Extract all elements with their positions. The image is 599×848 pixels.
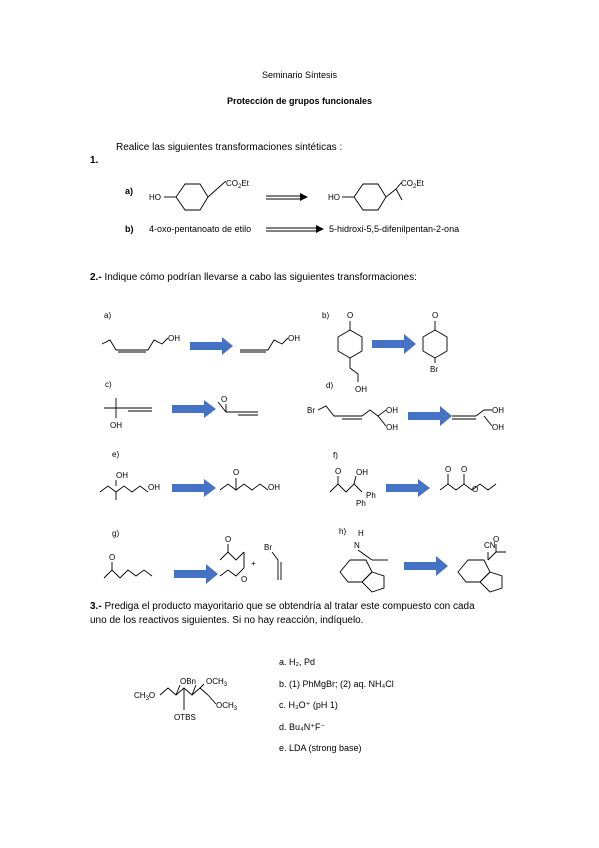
svg-text:Ph: Ph — [356, 499, 366, 508]
q1-number: 1. — [90, 155, 99, 166]
q1-a-label: a) — [125, 186, 134, 196]
reagent-d: d. Bu₄N⁺F⁻ — [279, 721, 326, 732]
svg-text:CH3O: CH3O — [134, 691, 155, 702]
arrow-e — [172, 479, 216, 497]
svg-text:OBn: OBn — [180, 677, 196, 686]
svg-text:O: O — [432, 311, 438, 320]
arrow-b — [372, 334, 416, 354]
svg-text:Ph: Ph — [366, 491, 376, 500]
svg-text:OCH3: OCH3 — [206, 677, 228, 688]
q2-label-h: h) — [339, 527, 346, 536]
q1-b-label: b) — [125, 224, 134, 234]
q3-prompt-line2: uno de los reactivos siguientes. Si no h… — [90, 615, 364, 626]
svg-text:+: + — [251, 559, 256, 568]
reagent-b: b. (1) PhMgBr; (2) aq. NH₄Cl — [279, 678, 394, 689]
svg-text:OH: OH — [116, 471, 128, 480]
q1-prompt: Realice las siguientes transformaciones … — [116, 142, 343, 153]
svg-text:OH: OH — [356, 468, 368, 477]
arrow-c — [172, 400, 216, 418]
svg-text:OH: OH — [268, 483, 280, 492]
svg-text:O: O — [445, 465, 451, 474]
svg-text:Br: Br — [264, 543, 272, 552]
page-subtitle: Protección de grupos funcionales — [226, 96, 373, 106]
svg-text:N: N — [354, 541, 360, 550]
svg-text:CN: CN — [484, 541, 496, 550]
svg-text:O: O — [241, 575, 247, 584]
svg-text:OH: OH — [148, 483, 160, 492]
arrow-g — [174, 564, 218, 584]
arrow-h — [404, 556, 448, 576]
q2-prompt-text: Indique cómo podrían llevarse a cabo las… — [101, 272, 417, 283]
svg-text:H: H — [358, 529, 364, 538]
svg-text:Br: Br — [307, 406, 315, 415]
svg-text:O: O — [233, 468, 239, 477]
q3-prompt: 3.- Prediga el producto mayoritario que … — [90, 600, 475, 628]
reagent-c: c. H₃O⁺ (pH 1) — [279, 700, 338, 710]
svg-text:OTBS: OTBS — [174, 713, 196, 722]
svg-text:OH: OH — [168, 334, 180, 343]
svg-text:O: O — [347, 311, 353, 320]
svg-text:O: O — [335, 467, 341, 476]
svg-text:O: O — [225, 535, 231, 544]
svg-text:OH: OH — [492, 423, 504, 432]
q1-b-end: 5-hidroxi-5,5-difenilpentan-2-ona — [329, 224, 460, 234]
svg-text:CO2Et: CO2Et — [401, 179, 425, 190]
svg-text:O: O — [461, 465, 467, 474]
q2-prompt: 2.- Indique cómo podrían llevarse a cabo… — [90, 272, 417, 283]
svg-text:OH: OH — [288, 334, 300, 343]
q2-label-f: f) — [333, 451, 338, 460]
svg-text:OH: OH — [110, 421, 122, 430]
svg-text:OCH3: OCH3 — [216, 701, 238, 712]
svg-text:CO2Et: CO2Et — [226, 179, 250, 190]
q2-label-a: a) — [104, 311, 111, 320]
q2-label-d: d) — [326, 381, 333, 390]
svg-text:OH: OH — [386, 423, 398, 432]
svg-text:OH: OH — [355, 385, 367, 394]
q3-prompt-line1: Prediga el producto mayoritario que se o… — [101, 601, 475, 612]
q3-number: 3.- — [90, 601, 102, 612]
q2-label-b: b) — [322, 311, 329, 320]
q3-reagent-list: a. H₂, Pd b. (1) PhMgBr; (2) aq. NH₄Cl c… — [279, 652, 394, 760]
svg-text:O: O — [109, 553, 115, 562]
q2-number: 2.- — [90, 272, 102, 283]
svg-text:O: O — [221, 395, 227, 404]
q1-b-start: 4-oxo-pentanoato de etilo — [149, 224, 252, 234]
svg-text:OH: OH — [492, 406, 504, 415]
q1-a-left-ho: HO — [149, 193, 161, 202]
arrow-f — [386, 479, 430, 497]
svg-text:O: O — [472, 485, 478, 494]
svg-text:OH: OH — [386, 406, 398, 415]
q2-label-e: e) — [112, 450, 119, 459]
q2-label-c: c) — [105, 380, 112, 389]
arrow-d — [408, 406, 452, 426]
svg-text:O: O — [493, 535, 499, 544]
svg-text:Br: Br — [430, 365, 438, 374]
reagent-e: e. LDA (strong base) — [279, 743, 362, 753]
arrow-a — [190, 337, 233, 355]
page-title: Seminario Síntesis — [261, 70, 338, 80]
svg-text:HO: HO — [328, 193, 340, 202]
q2-label-g: g) — [112, 529, 119, 538]
reagent-a: a. H₂, Pd — [279, 657, 316, 667]
